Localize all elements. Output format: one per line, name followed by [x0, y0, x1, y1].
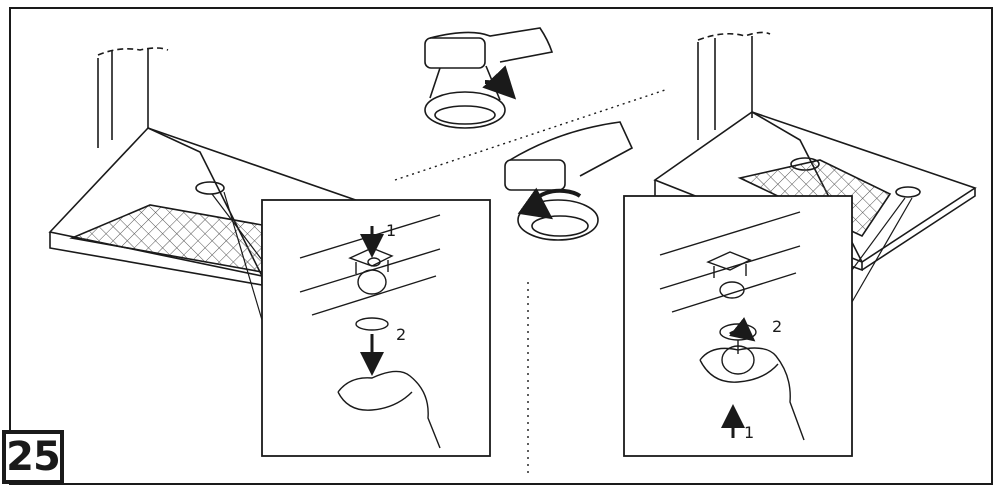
left-pointer-line-2: [223, 191, 263, 321]
right-pointer-line-2: [851, 197, 913, 303]
left-step-1-label: 1: [386, 221, 396, 240]
bottom-lamp-illustration: [504, 121, 634, 241]
right-pointer-line-1: [851, 197, 906, 271]
right-inset-panel: 2 1: [623, 195, 853, 457]
left-inset-panel: 1 2: [261, 199, 491, 457]
middle-divider-dotted: [394, 89, 666, 181]
top-lamp-illustration: [424, 27, 554, 129]
bottom-lamp-rotate-arrow: [517, 187, 582, 220]
top-lamp-rotate-arrow: [482, 65, 517, 100]
outer-frame: [9, 7, 993, 485]
figure-number: 25: [2, 430, 64, 484]
left-step-2-label: 2: [396, 325, 406, 344]
right-step-1-label: 1: [744, 423, 754, 442]
left-pointer-line-1: [211, 193, 263, 261]
right-step-2-label: 2: [772, 317, 782, 336]
right-rotate-arrow: [729, 317, 756, 342]
